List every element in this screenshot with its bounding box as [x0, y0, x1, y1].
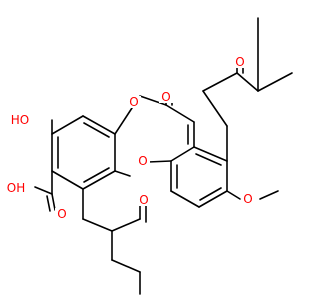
- hydroxyl-label: HO: [11, 113, 29, 127]
- bond: [34, 186, 53, 195]
- bond: [114, 107, 133, 135]
- atom-label-layer: O O O HO OH O O O O: [3, 55, 255, 221]
- ether-oxygen-label: O: [138, 154, 147, 168]
- bond: [170, 146, 195, 162]
- bond: [46, 195, 51, 212]
- molecule-canvas: O O O HO OH O O O O: [3, 17, 293, 295]
- bond: [111, 218, 141, 232]
- bond: [193, 146, 228, 162]
- bond: [82, 218, 113, 232]
- acid-hydroxyl-label: OH: [7, 181, 25, 195]
- bond: [257, 72, 293, 92]
- bond: [139, 95, 167, 106]
- bond: [195, 153, 222, 166]
- bond: [51, 193, 56, 211]
- methoxy-oxygen-label: O: [243, 192, 252, 206]
- bond: [202, 90, 228, 127]
- bond: [165, 104, 195, 123]
- bond: [83, 167, 110, 183]
- acid-carbonyl-oxygen-label: O: [57, 207, 66, 221]
- bond: [114, 170, 131, 177]
- bottom-ketone-oxygen-label: O: [139, 193, 148, 207]
- bond: [147, 160, 172, 163]
- bond: [259, 190, 279, 200]
- bond: [198, 190, 228, 208]
- top-ketone-oxygen-label: O: [235, 55, 244, 69]
- bond-layer: [34, 17, 293, 295]
- bond: [51, 115, 84, 135]
- bond: [82, 115, 116, 135]
- bond: [82, 170, 116, 190]
- bond: [202, 72, 238, 92]
- bond: [226, 190, 241, 200]
- bond: [236, 72, 259, 92]
- ester-oxygen-label: O: [129, 95, 138, 109]
- bond: [51, 170, 84, 190]
- molecule-structure: O O O HO OH O O O O: [3, 17, 293, 295]
- carbonyl-oxygen-label: O: [161, 90, 170, 104]
- bond: [111, 259, 141, 273]
- bond: [199, 187, 222, 201]
- bond: [170, 190, 200, 208]
- bond: [83, 122, 110, 138]
